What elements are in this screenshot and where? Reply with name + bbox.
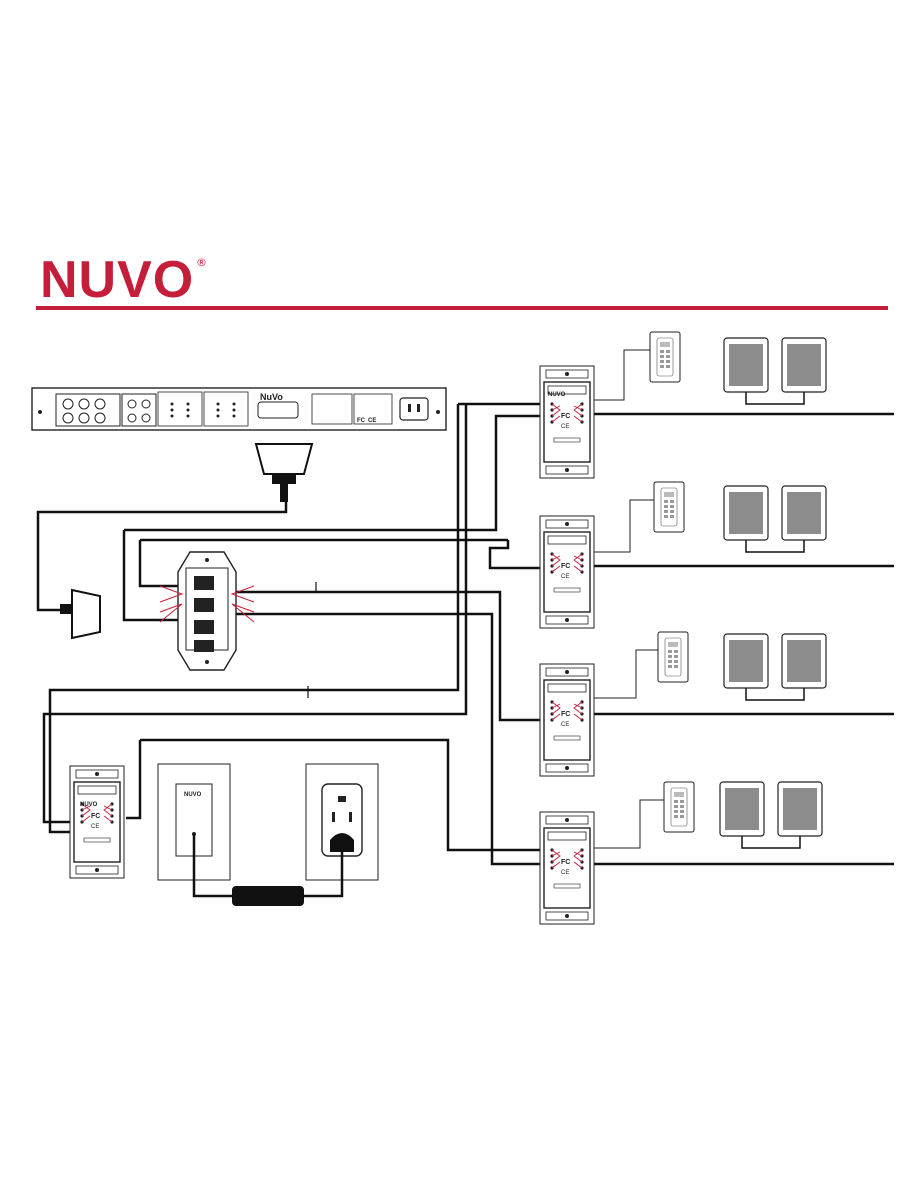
speaker-icon xyxy=(724,486,826,552)
keypad-icon xyxy=(664,782,694,832)
keypad-logo: NUVO xyxy=(80,802,98,808)
speaker-icon xyxy=(724,634,826,700)
ce-mark: CE xyxy=(368,418,376,424)
db25-connector-icon xyxy=(60,590,100,638)
db25-connector-icon xyxy=(256,444,312,502)
keypad-icon xyxy=(70,766,124,878)
hub-icon xyxy=(160,552,254,670)
fcc-mark: FC xyxy=(357,418,366,424)
power-supply-logo: NUVO xyxy=(184,792,202,798)
speaker-icon xyxy=(720,782,822,848)
keypad-icon xyxy=(540,366,594,478)
keypad-icon xyxy=(540,664,594,776)
keypad-icon xyxy=(540,516,594,628)
keypad-icon xyxy=(650,332,680,382)
main-unit-logo: NuVo xyxy=(260,392,283,402)
keypad-icon xyxy=(540,812,594,924)
rack-amplifier-icon xyxy=(32,388,446,430)
keypad-icon xyxy=(658,632,688,682)
keypad-icon xyxy=(654,482,684,532)
speaker-icon xyxy=(724,338,826,404)
keypad-logo: NUVO xyxy=(548,392,566,398)
